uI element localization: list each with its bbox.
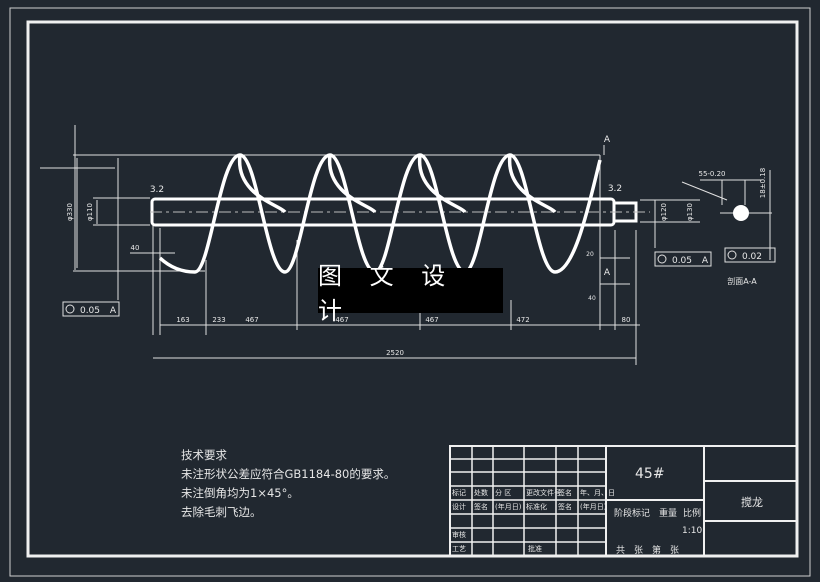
- sheet-count: 共 张 第 张: [616, 546, 680, 556]
- dimension-label: 467: [425, 316, 438, 324]
- scale-value: 1:10: [682, 526, 703, 536]
- concentricity-icon: [65, 304, 75, 314]
- tolerance-value: 0.02: [742, 252, 762, 262]
- outer-frame: [9, 7, 811, 577]
- title-block-label: 标准化: [526, 503, 547, 511]
- weight-label: 重量: [659, 509, 678, 519]
- keyway-label: 18±0.18: [759, 168, 767, 198]
- note-line: 未注倒角均为1×45°。: [181, 486, 299, 500]
- title-block-label: 审核: [452, 531, 466, 539]
- part-name: 搅龙: [741, 496, 763, 509]
- notes-title: 技术要求: [181, 448, 227, 462]
- title-block-label: 签名: [558, 489, 572, 497]
- title-block-label: 标记: [452, 489, 466, 497]
- note-line: 未注形状公差应符合GB1184-80的要求。: [181, 467, 396, 481]
- material: 45#: [635, 466, 665, 482]
- title-block-label: 处数: [474, 489, 488, 497]
- dimension-label: 233: [212, 316, 225, 324]
- diameter-label: φ110: [86, 203, 94, 221]
- title-block-label: 批准: [528, 545, 542, 553]
- title-block-label: 年、月、日: [580, 489, 615, 497]
- note-line: 去除毛刺飞边。: [181, 505, 262, 519]
- stage-mark-label: 阶段标记: [614, 509, 651, 519]
- diameter-label: φ130: [686, 203, 694, 221]
- scale-label: 比例: [683, 509, 702, 519]
- diameter-label: φ120: [660, 203, 668, 221]
- tolerance-value: 0.05: [80, 306, 100, 316]
- title-block-label: 设计: [452, 503, 466, 511]
- symmetry-icon: [727, 250, 737, 260]
- dimension-label: 467: [335, 316, 348, 324]
- title-block-label: (年月日): [495, 503, 522, 511]
- section-label: 剖面A-A: [727, 276, 757, 286]
- tolerance-value: 0.05: [672, 256, 692, 266]
- total-length-label: 2520: [386, 349, 404, 357]
- datum-label: A: [702, 256, 709, 266]
- datum-label: A: [110, 306, 117, 316]
- dimension-label: 40: [588, 295, 596, 302]
- dimension-label: 467: [245, 316, 258, 324]
- concentricity-icon: [657, 254, 667, 264]
- section-circle: [733, 205, 749, 221]
- diameter-label: φ330: [66, 203, 74, 221]
- roughness-label: 3.2: [608, 184, 622, 194]
- dimension-label: 472: [516, 316, 529, 324]
- dimension-label: 20: [586, 251, 594, 258]
- title-block-label: 签名: [474, 503, 488, 511]
- section-mark: A: [604, 268, 611, 278]
- tolerance-frame-left: [62, 301, 120, 317]
- technical-requirements: 技术要求 未注形状公差应符合GB1184-80的要求。 未注倒角均为1×45°。…: [181, 446, 395, 522]
- dimension-label: 163: [176, 316, 189, 324]
- title-block-label: 更改文件号: [526, 489, 561, 497]
- title-block-label: 签名: [558, 503, 572, 511]
- title-block-label: (年月日): [580, 503, 607, 511]
- section-mark: A: [604, 135, 611, 145]
- tolerance-frame-right: [654, 251, 712, 267]
- roughness-label: 3.2: [150, 185, 164, 195]
- title-block-label: 工艺: [452, 545, 466, 553]
- title-block-label: 分 区: [495, 489, 512, 497]
- drawing-border: [26, 20, 799, 558]
- dimension-label: 80: [622, 316, 631, 324]
- tolerance-frame-section: [724, 247, 776, 263]
- dimension-label: 40: [131, 244, 140, 252]
- key-depth-label: 55-0.20: [698, 170, 725, 178]
